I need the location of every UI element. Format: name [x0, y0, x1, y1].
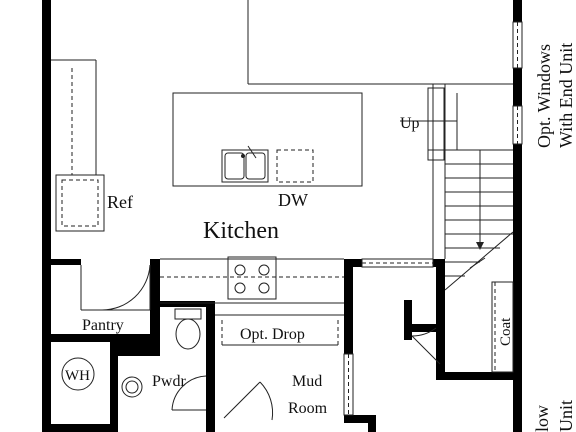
powder-left-wall — [110, 334, 118, 432]
label-edge-fragment-2: Unit — [556, 400, 576, 432]
label-pantry: Pantry — [82, 317, 124, 334]
island-outline — [172, 92, 363, 187]
mud-bottom-stub — [368, 415, 376, 432]
label-opt-windows-line2: With End Unit — [556, 43, 576, 148]
mud-wall-cap — [344, 259, 362, 267]
water-heater — [61, 357, 95, 391]
label-wh: WH — [65, 368, 90, 384]
window-right-lower — [512, 105, 523, 145]
right-exterior-wall-mid — [513, 68, 522, 106]
kitchen-island — [172, 92, 363, 187]
range — [227, 256, 277, 300]
label-pwdr: Pwdr — [152, 373, 186, 390]
powder-fixtures — [61, 308, 207, 411]
label-mud: Mud — [292, 373, 322, 390]
stair-right-wall — [436, 259, 445, 379]
powder-sink — [121, 376, 143, 398]
pantry-bottom-wall — [51, 334, 125, 342]
label-coat: Coat — [498, 317, 514, 346]
label-opt-windows-line1: Opt. Windows — [534, 44, 554, 148]
left-counter — [51, 59, 105, 232]
refrigerator — [55, 174, 105, 232]
label-dw: DW — [278, 190, 308, 210]
sink — [221, 149, 269, 183]
label-up: Up — [400, 115, 420, 132]
pantry-top-wall-left — [51, 259, 81, 265]
mud-bottom-wall — [344, 415, 376, 423]
label-opt-drop: Opt. Drop — [240, 326, 305, 343]
powder-top-wall — [160, 301, 206, 307]
range-counter — [160, 256, 344, 304]
wh-bottom-wall — [51, 424, 111, 432]
entry-bottom-wall — [436, 372, 522, 380]
mud-right-wall-upper — [344, 259, 353, 354]
label-edge-fragment-1: low — [532, 405, 552, 432]
label-room: Room — [288, 400, 328, 417]
label-ref: Ref — [107, 192, 133, 212]
pantry-door — [80, 264, 151, 311]
pantry-right-wall — [150, 259, 160, 339]
coat-closet — [411, 281, 514, 373]
label-kitchen: Kitchen — [203, 218, 279, 244]
toilet-tank — [174, 308, 202, 320]
toilet-bowl — [175, 318, 201, 350]
entry-wall-segment — [412, 324, 438, 332]
powder-mud-wall — [206, 301, 215, 432]
walls — [42, 0, 522, 432]
dishwasher — [276, 149, 314, 183]
powder-corner-block — [110, 334, 160, 356]
entry-door-jamb — [404, 300, 412, 340]
left-exterior-wall — [42, 0, 51, 432]
thin-lines — [247, 0, 513, 259]
windows — [343, 21, 523, 416]
right-exterior-wall-lower — [513, 144, 522, 432]
stairs — [400, 87, 514, 291]
right-exterior-wall-top — [513, 0, 522, 22]
room-labels: Kitchen DW Ref Up Pantry WH Pwdr Opt. Dr… — [65, 43, 576, 432]
mud-room-details — [215, 314, 344, 421]
